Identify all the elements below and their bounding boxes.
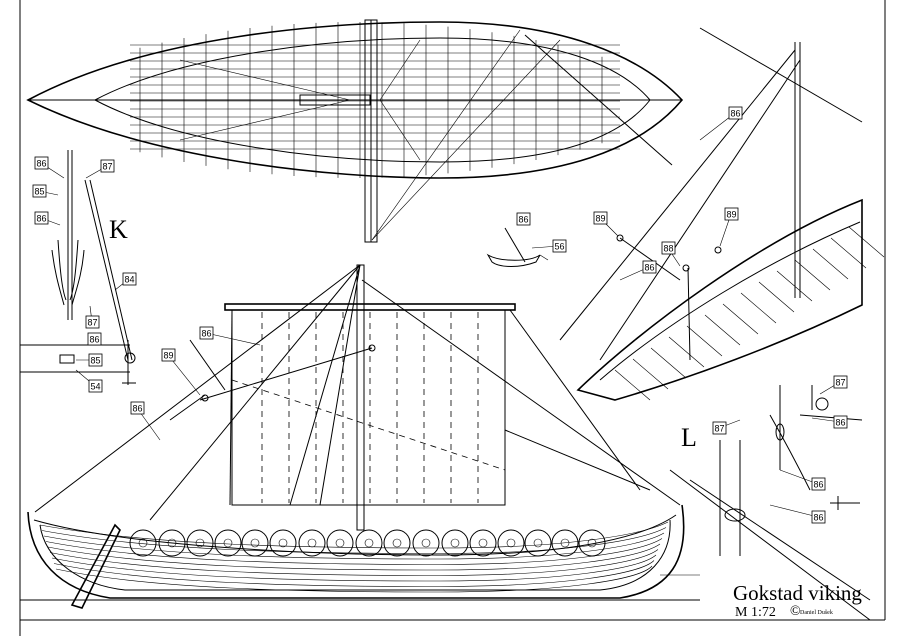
callout-number: 89 xyxy=(596,214,606,224)
callout-number: 86 xyxy=(645,263,655,273)
shield xyxy=(241,529,269,557)
callout-c4: 86 xyxy=(34,211,61,226)
part-callouts: 86 87 85 86 84 87 86 85 54 86 56 86 89 89 88 86 86 89 86 87… xyxy=(32,106,848,524)
anchor-detail xyxy=(486,227,549,267)
callout-number: 86 xyxy=(519,215,529,225)
perspective-hull-detail xyxy=(524,27,885,401)
callout-number: 89 xyxy=(164,351,174,361)
callout-number: 86 xyxy=(814,513,824,523)
callout-number: 86 xyxy=(731,109,741,119)
callout-number: 86 xyxy=(37,214,47,224)
callout-c6: 87 xyxy=(85,305,100,329)
callout-c20: 87 xyxy=(819,375,848,395)
ship-side-elevation xyxy=(20,264,700,609)
callout-number: 86 xyxy=(37,159,47,169)
callout-number: 86 xyxy=(814,480,824,490)
callout-c19: 86 xyxy=(130,401,161,441)
callout-c15: 88 xyxy=(661,241,681,267)
callout-number: 89 xyxy=(727,210,737,220)
drawing-scale: M 1:72 xyxy=(735,605,776,620)
callout-number: 87 xyxy=(103,162,113,172)
callout-c8: 85 xyxy=(76,353,103,367)
sheet-border xyxy=(19,0,886,636)
callout-c21: 87 xyxy=(712,419,741,435)
callout-c18: 89 xyxy=(719,207,739,247)
callout-c16: 86 xyxy=(619,260,657,281)
callout-c23: 86 xyxy=(779,469,826,491)
callout-c12: 86 xyxy=(516,212,531,226)
callout-c1: 86 xyxy=(34,156,65,179)
callout-number: 86 xyxy=(90,335,100,345)
shield xyxy=(524,529,552,557)
shield xyxy=(383,529,411,557)
copyright-mark: © xyxy=(790,604,801,619)
callout-number: 56 xyxy=(555,242,565,252)
callout-number: 88 xyxy=(664,244,674,254)
shield xyxy=(551,529,579,557)
shield xyxy=(269,529,297,557)
shield xyxy=(129,529,157,557)
shield xyxy=(214,529,242,557)
shield xyxy=(158,529,186,557)
shield xyxy=(441,529,469,557)
author-name: Daniel Dušek xyxy=(800,610,833,616)
callout-c13: 89 xyxy=(161,348,201,396)
shield xyxy=(355,529,383,557)
detail-l-label: L xyxy=(681,423,697,452)
callout-c7: 86 xyxy=(87,332,102,346)
detail-k-rigging xyxy=(20,150,136,385)
callout-number: 85 xyxy=(91,356,101,366)
callout-c2: 87 xyxy=(85,159,115,179)
callout-number: 85 xyxy=(35,187,45,197)
callout-c3: 85 xyxy=(32,184,59,198)
callout-number: 87 xyxy=(836,378,846,388)
callout-c10: 86 xyxy=(199,326,261,346)
shield xyxy=(412,529,440,557)
callout-number: 86 xyxy=(133,404,143,414)
callout-number: 86 xyxy=(202,329,212,339)
callout-c5: 84 xyxy=(114,272,137,291)
callout-c24: 86 xyxy=(769,504,826,524)
shield xyxy=(578,529,606,557)
drawing-title: Gokstad viking xyxy=(733,581,862,605)
shield xyxy=(186,529,214,557)
shield xyxy=(497,529,525,557)
detail-l-rigging xyxy=(669,385,871,621)
callout-c17: 86 xyxy=(699,106,743,141)
callout-c9: 54 xyxy=(75,369,103,393)
callout-number: 87 xyxy=(715,424,725,434)
callout-c11: 56 xyxy=(531,239,567,253)
callout-c22: 86 xyxy=(811,415,848,429)
callout-c14: 89 xyxy=(593,211,619,237)
callout-number: 54 xyxy=(91,382,101,392)
callout-number: 86 xyxy=(836,418,846,428)
callout-number: 84 xyxy=(125,275,135,285)
shield-row xyxy=(129,529,606,557)
shield xyxy=(326,529,354,557)
shield xyxy=(298,529,326,557)
hull-plan-view xyxy=(26,19,684,243)
callout-number: 87 xyxy=(88,318,98,328)
shield xyxy=(469,529,497,557)
detail-k-label: K xyxy=(109,215,128,244)
